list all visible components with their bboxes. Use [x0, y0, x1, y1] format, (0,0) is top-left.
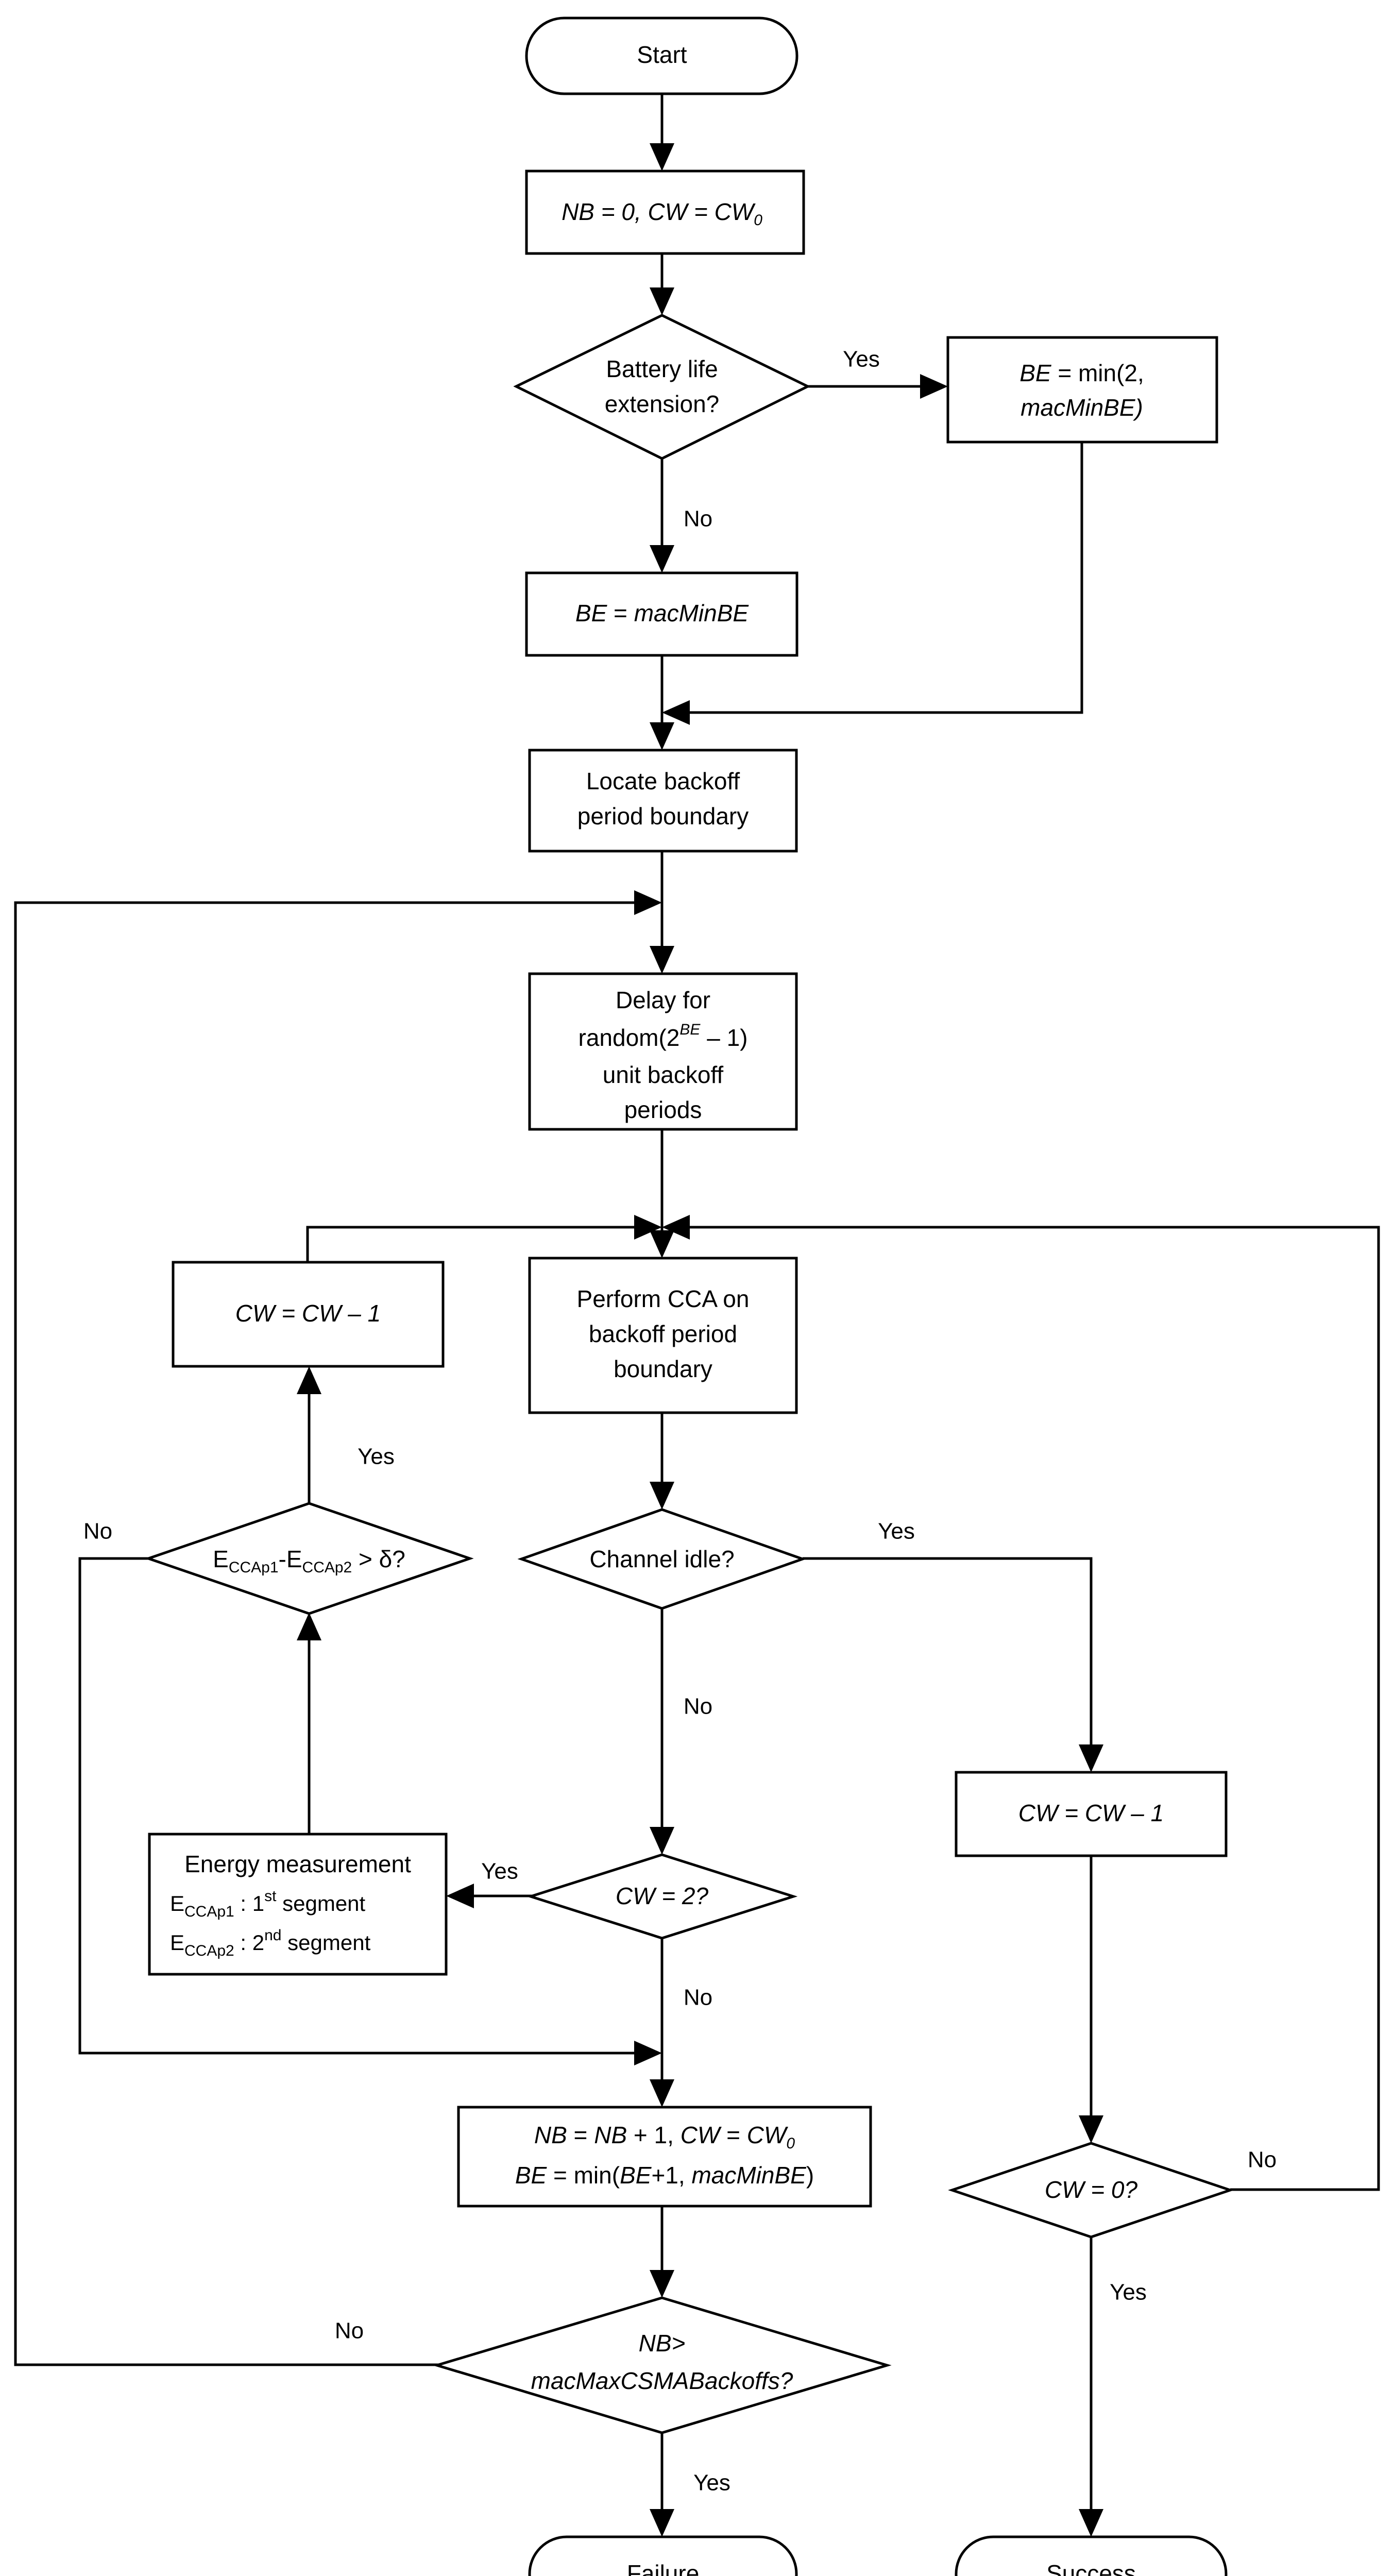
edge-cwright-to-cw0 — [1079, 1856, 1103, 2143]
node-start-label: Start — [637, 41, 687, 68]
node-nbbe-line1: NB = NB + 1, CW = CW0 — [534, 2122, 795, 2152]
node-cw-eq-2[interactable]: CW = 2? — [526, 1853, 798, 1940]
node-cw2-label: CW = 2? — [616, 1883, 709, 1909]
edge-cca-to-channelidle — [650, 1413, 674, 1510]
node-bemin2-line2: macMinBE) — [1021, 394, 1143, 421]
edge-locate-to-delay — [650, 851, 674, 974]
node-delay-line4: periods — [624, 1096, 702, 1123]
node-energy-measurement[interactable]: Energy measurement ECCAp1 : 1st segment … — [148, 1833, 448, 1976]
node-cca-line1: Perform CCA on — [577, 1285, 750, 1312]
edge-bemacminbe-to-locate — [650, 655, 674, 750]
edge-cw0-no-to-merge — [662, 1215, 1380, 2191]
edge-cw2-yes-to-energymeasure — [446, 1884, 535, 1908]
node-cw-minus-left[interactable]: CW = CW – 1 — [172, 1261, 445, 1368]
node-cca-line3: boundary — [614, 1355, 712, 1382]
node-be-macminbe[interactable]: BE = macMinBE — [525, 571, 798, 657]
edge-bemin2-to-merge — [662, 442, 1083, 725]
node-battery-line1: Battery life — [606, 355, 718, 382]
node-nbmax-line2: macMaxCSMABackoffs? — [531, 2367, 793, 2394]
edge-nbbe-to-nbmax — [650, 2206, 674, 2298]
edge-label-cw2-yes: Yes — [481, 1859, 518, 1884]
node-delay-random[interactable]: Delay for random(2BE – 1) unit backoff p… — [528, 972, 798, 1131]
edge-cw0-yes-to-success — [1079, 2237, 1103, 2537]
node-locate-line2: period boundary — [577, 803, 749, 829]
node-battery-line2: extension? — [605, 391, 720, 417]
node-energymeasure-line3: ECCAp2 : 2nd segment — [170, 1927, 371, 1959]
edge-label-battery-no: No — [684, 506, 712, 532]
node-start[interactable]: Start — [525, 16, 798, 95]
node-delay-line3: unit backoff — [603, 1061, 724, 1088]
edge-label-energy-yes: Yes — [358, 1444, 395, 1469]
node-nb-be-update[interactable]: NB = NB + 1, CW = CW0 BE = min(BE+1, mac… — [457, 2106, 872, 2208]
node-bemin2-line1: BE = min(2, — [1019, 360, 1144, 386]
node-cwleft-label: CW = CW – 1 — [235, 1300, 381, 1327]
edge-battery-no-to-bemacminbe — [650, 459, 674, 573]
node-energymeasure-line1: Energy measurement — [184, 1851, 411, 1877]
node-channel-idle[interactable]: Channel idle? — [517, 1508, 807, 1610]
node-nbbe-line2: BE = min(BE+1, macMinBE) — [515, 2162, 814, 2189]
edge-nbmax-yes-to-failure — [650, 2433, 674, 2537]
edge-label-cw0-no: No — [1248, 2147, 1277, 2173]
node-be-min2[interactable]: BE = min(2, macMinBE) — [946, 336, 1218, 444]
node-init[interactable]: NB = 0, CW = CW0 — [525, 170, 805, 255]
node-locate-line1: Locate backoff — [586, 768, 740, 794]
edge-label-channel-no: No — [684, 1694, 712, 1719]
node-locate-backoff[interactable]: Locate backoff period boundary — [528, 749, 798, 853]
node-success[interactable]: Success — [955, 2535, 1228, 2576]
edge-start-to-init — [650, 94, 674, 171]
node-energymeasure-line2: ECCAp1 : 1st segment — [170, 1888, 366, 1920]
edge-channelidle-yes-to-cwright — [803, 1557, 1103, 1772]
edge-label-channel-yes: Yes — [878, 1519, 915, 1544]
edge-battery-yes-to-bemin2 — [808, 374, 948, 399]
node-failure-label: Failure — [627, 2560, 700, 2576]
edge-label-cw2-no: No — [684, 1985, 712, 2010]
node-cca-line2: backoff period — [589, 1320, 737, 1347]
node-perform-cca[interactable]: Perform CCA on backoff period boundary — [528, 1257, 798, 1414]
node-channelidle-label: Channel idle? — [589, 1546, 734, 1572]
node-battery-decision[interactable]: Battery life extension? — [513, 314, 811, 460]
edge-energymeasure-to-energydecision — [297, 1613, 321, 1834]
node-bemacminbe-label: BE = macMinBE — [575, 600, 750, 626]
node-nb-max-decision[interactable]: NB> macMaxCSMABackoffs? — [432, 2296, 892, 2434]
node-energydecision-label: ECCAp1-ECCAp2 > δ? — [213, 1546, 405, 1576]
node-energy-decision[interactable]: ECCAp1-ECCAp2 > δ? — [144, 1502, 474, 1615]
edge-nbmax-no-feedback — [14, 890, 662, 2366]
node-cw-minus-right[interactable]: CW = CW – 1 — [955, 1771, 1228, 1857]
edge-label-nbmax-no: No — [335, 2318, 364, 2344]
edge-label-cw0-yes: Yes — [1110, 2280, 1147, 2305]
edge-energydecision-no-to-nbbe — [78, 1557, 662, 2065]
node-delay-line2: random(2BE – 1) — [579, 1021, 748, 1051]
edge-label-battery-yes: Yes — [843, 347, 880, 372]
node-delay-line1: Delay for — [616, 987, 710, 1013]
edge-label-energy-no: No — [83, 1519, 112, 1544]
node-init-label: NB = 0, CW = CW0 — [562, 198, 762, 229]
edge-cw2-no-to-nbbe — [650, 1938, 674, 2107]
edge-init-to-battery — [650, 253, 674, 315]
node-cwright-label: CW = CW – 1 — [1018, 1800, 1164, 1826]
node-success-label: Success — [1046, 2560, 1136, 2576]
edge-cwleft-to-merge — [306, 1215, 662, 1262]
node-cw0-label: CW = 0? — [1045, 2176, 1138, 2203]
edge-delay-to-cca — [650, 1129, 674, 1258]
node-failure[interactable]: Failure — [528, 2535, 798, 2576]
edge-label-nbmax-yes: Yes — [693, 2470, 730, 2496]
node-cw-eq-0[interactable]: CW = 0? — [948, 2142, 1234, 2239]
node-nbmax-line1: NB> — [639, 2330, 686, 2357]
edge-energydecision-yes-to-cwleft — [297, 1366, 321, 1503]
edge-channelidle-no-to-cw2 — [650, 1608, 674, 1855]
